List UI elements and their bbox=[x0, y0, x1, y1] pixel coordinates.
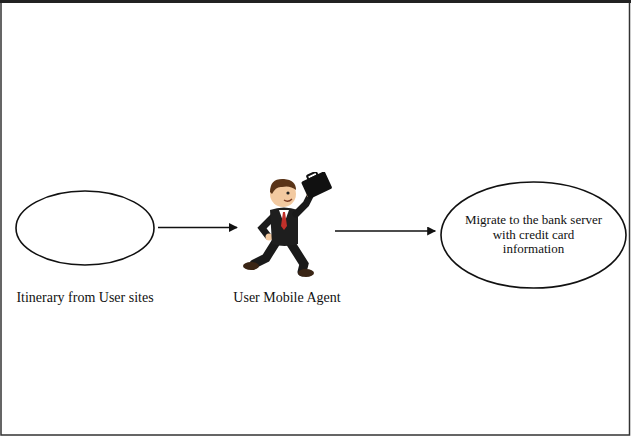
agent-illustration bbox=[242, 172, 332, 282]
bank-server-ellipse: Migrate to the bank server with credit c… bbox=[440, 181, 627, 289]
ellipse-shape bbox=[441, 182, 626, 288]
flow-arrow bbox=[158, 227, 237, 229]
mobile-agent-figure: User Mobile Agent bbox=[242, 172, 332, 282]
ellipse-shape bbox=[16, 191, 154, 265]
node-text: Migrate to the bank server with credit c… bbox=[465, 213, 603, 258]
node-caption: User Mobile Agent bbox=[233, 290, 340, 306]
flow-arrow bbox=[335, 230, 435, 232]
ellipse-outline bbox=[15, 190, 155, 266]
node-caption: Itinerary from User sites bbox=[16, 290, 153, 306]
frame-top-edge bbox=[0, 0, 631, 3]
itinerary-ellipse: Itinerary from User sites bbox=[15, 190, 155, 266]
running-businessman bbox=[243, 168, 332, 277]
